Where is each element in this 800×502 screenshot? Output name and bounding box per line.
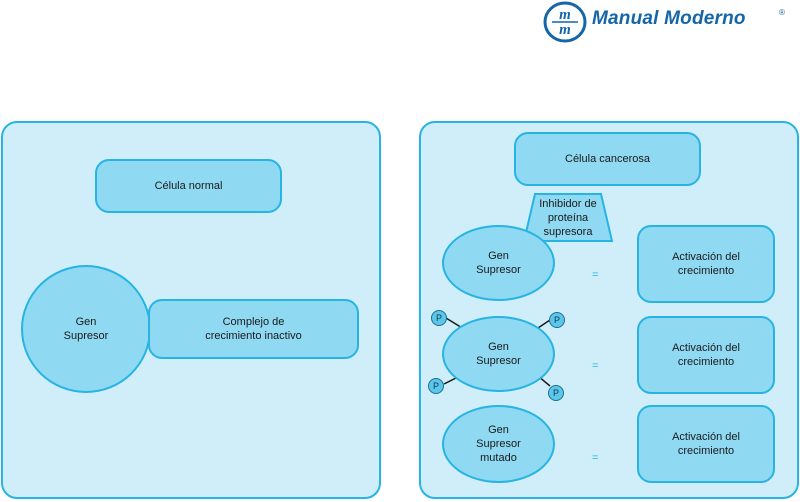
normal-cell-title: Célula normal [95,159,282,213]
logo-text: Manual Moderno [592,8,746,29]
cancer-gene-1: Gen Supresor [442,225,555,301]
equals-sign-2: = [592,360,599,372]
normal-gene-circle: Gen Supresor [21,265,151,393]
svg-text:m: m [559,7,571,23]
inhibitor-trapezoid [522,193,614,242]
inhibitor-label: Inhibidor de proteína supresora [539,198,597,238]
phosphate-icon: P [548,385,564,401]
manual-moderno-logo-icon: m m [543,1,587,43]
growth-activation-3: Activación del crecimiento [637,405,775,483]
equals-sign-3: = [592,452,599,464]
svg-text:m: m [559,22,571,38]
inactive-growth-complex: Complejo de crecimiento inactivo [148,299,359,359]
cancer-cell-title: Célula cancerosa [514,132,701,186]
registered-mark: ® [779,8,785,17]
equals-sign-1: = [592,269,599,281]
phosphate-icon: P [431,310,447,326]
phosphate-icon: P [549,312,565,328]
cancer-gene-2: Gen Supresor [442,316,555,392]
growth-activation-2: Activación del crecimiento [637,316,775,394]
growth-activation-1: Activación del crecimiento [637,225,775,303]
cancer-gene-3: Gen Supresor mutado [442,405,555,483]
phosphate-icon: P [428,378,444,394]
